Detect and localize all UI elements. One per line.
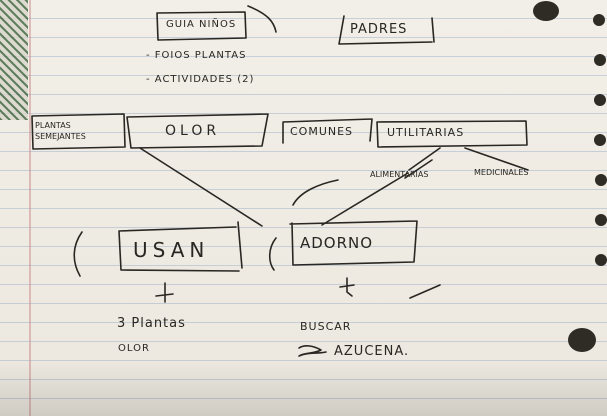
olor-box [126,113,269,149]
usan-box [118,226,240,272]
spiral-hole [595,254,607,266]
branch-medicinales [464,147,529,171]
usan-paren-left [73,231,83,277]
label-padres: PADRES [350,22,408,37]
photo-shadow [0,360,607,416]
spiral-hole [594,94,606,106]
label-olor: OLOR [165,123,221,139]
label-plantas-semejantes: PLANTAS SEMEJANTES [35,121,86,141]
spiral-hole [594,134,606,146]
connector-alimentarias-adorno [321,172,409,226]
guia-ninos-box [156,11,247,41]
spiral-hole [568,328,596,352]
adorno-paren-left [268,237,277,271]
branch-alimentarias [408,147,441,171]
label-medicinales: MEDICINALES [474,168,529,177]
scribble [298,345,327,357]
usan-tick [155,282,174,303]
spiral-hole [593,14,605,26]
spiral-hole [594,54,606,66]
background-mesh [0,0,28,120]
spiral-holes [533,1,607,352]
label-olor-bottom: OLOR [118,343,150,354]
label-azucena: AZUCENA. [334,344,410,359]
label-adorno: ADORNO [300,234,374,252]
label-comunes: COMUNES [290,125,354,138]
label-tres-plantas: 3 Plantas [117,316,186,331]
label-guia-ninos: GUIA NIÑOS [166,19,237,30]
plantas-semejantes-box [31,113,126,150]
spiral-hole [533,1,559,21]
spiral-hole [595,174,607,186]
label-buscar: BUSCAR [300,320,352,333]
connector-olor-usan [139,147,263,227]
label-actividades: - ACTIVIDADES (2) [146,74,255,85]
label-utilitarias: UTILITARIAS [387,126,465,139]
adorno-tick [339,277,355,297]
label-alimentarias: ALIMENTARIAS [370,170,429,179]
top-branch-line [247,5,277,33]
utilitarias-box [376,120,528,148]
padres-bracket [338,15,435,45]
comunes-bracket [282,118,373,144]
side-dash [409,284,441,299]
label-fotos-plantas: - FOIOS PLANTAS [146,50,247,61]
adorno-box [289,220,418,266]
curve-stroke [292,179,339,206]
usan-bar [237,221,243,269]
short-stroke [404,159,433,179]
spiral-hole [595,214,607,226]
label-usan: USAN [133,238,210,262]
